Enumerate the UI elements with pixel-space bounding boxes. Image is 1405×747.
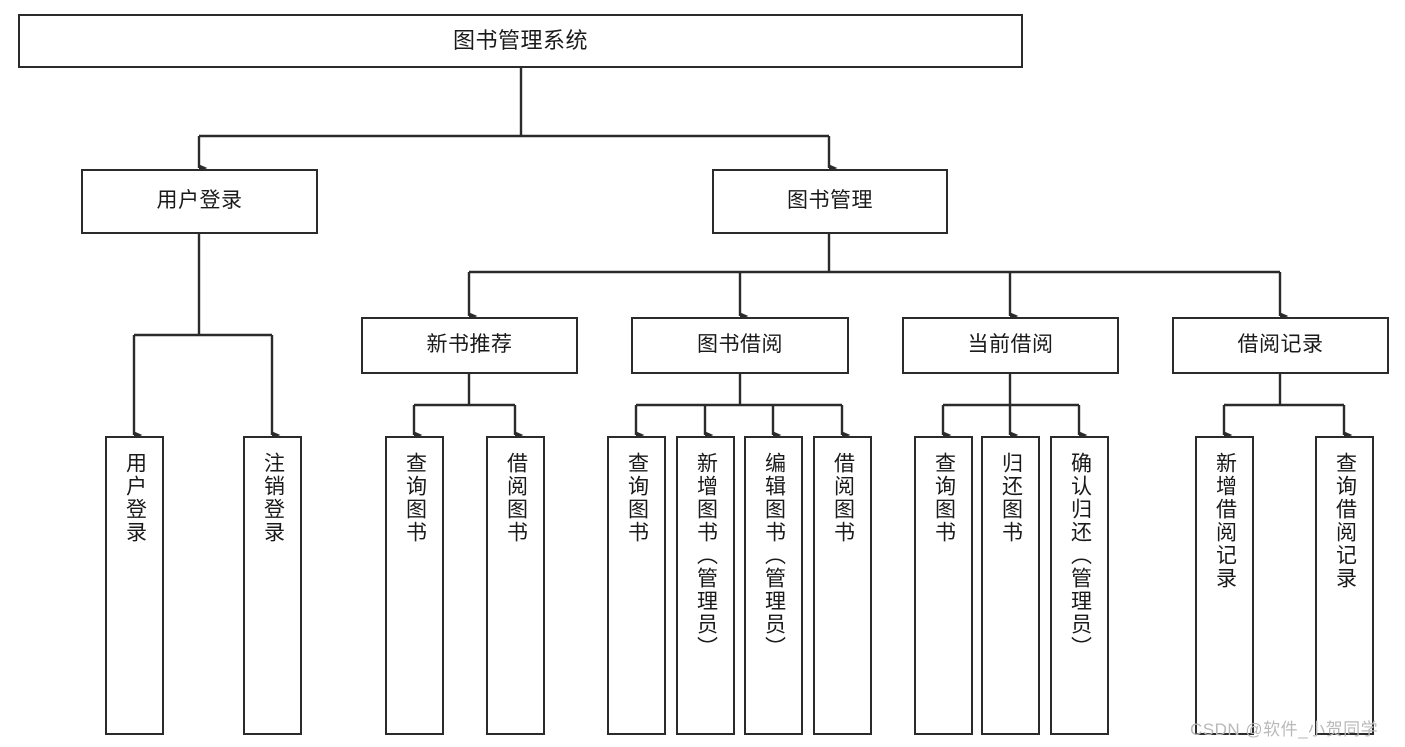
node-user-login[interactable]: 用户登录 — [81, 169, 318, 234]
node-leaf-confirm-return[interactable]: 确认归还（管理员） — [1050, 436, 1109, 735]
watermark: CSDN @软件_小贺同学 — [1190, 720, 1379, 739]
node-label: 查询图书 — [625, 452, 649, 544]
edges — [132, 68, 1353, 439]
node-label: 当前借阅 — [967, 333, 1054, 357]
edge-userlogin-to-leaves — [132, 234, 281, 439]
node-label: 归还图书 — [999, 452, 1023, 544]
edge-current-to-leaves — [941, 374, 1088, 439]
node-book-manage[interactable]: 图书管理 — [712, 169, 948, 234]
node-book-borrow[interactable]: 图书借阅 — [631, 317, 849, 374]
node-label: 新书推荐 — [426, 333, 513, 357]
node-label: 借阅记录 — [1237, 333, 1324, 357]
edge-borrow-to-leaves — [634, 374, 851, 439]
node-label: 借阅图书 — [831, 452, 855, 544]
node-leaf-add-record[interactable]: 新增借阅记录 — [1195, 436, 1254, 735]
node-label: 用户登录 — [156, 189, 243, 213]
node-label: 查询借阅记录 — [1333, 452, 1357, 590]
node-leaf-query-book-2[interactable]: 查询图书 — [607, 436, 666, 735]
node-label: 新增借阅记录 — [1213, 452, 1237, 590]
node-leaf-user-login[interactable]: 用户登录 — [105, 436, 164, 735]
node-leaf-add-book[interactable]: 新增图书（管理员） — [676, 436, 735, 735]
node-label: 用户登录 — [123, 452, 147, 544]
node-label: 查询图书 — [403, 452, 427, 544]
edge-root-to-level2 — [197, 68, 838, 172]
edge-record-to-leaves — [1222, 374, 1353, 439]
node-label: 图书借阅 — [697, 333, 783, 357]
node-label: 新增图书（管理员） — [694, 452, 718, 659]
edge-bookmanage-to-level3 — [467, 234, 1289, 320]
edge-recommend-to-leaves — [412, 374, 524, 439]
node-leaf-query-book-1[interactable]: 查询图书 — [385, 436, 444, 735]
node-leaf-borrow-book-1[interactable]: 借阅图书 — [486, 436, 545, 735]
node-label: 确认归还（管理员） — [1068, 452, 1092, 659]
node-leaf-logout[interactable]: 注销登录 — [243, 436, 302, 735]
node-label: 注销登录 — [261, 452, 285, 544]
node-borrow-record[interactable]: 借阅记录 — [1172, 317, 1389, 374]
node-leaf-return-book[interactable]: 归还图书 — [981, 436, 1040, 735]
node-label: 查询图书 — [932, 452, 956, 544]
node-leaf-query-book-3[interactable]: 查询图书 — [914, 436, 973, 735]
node-leaf-borrow-book-2[interactable]: 借阅图书 — [813, 436, 872, 735]
node-leaf-edit-book[interactable]: 编辑图书（管理员） — [744, 436, 803, 735]
node-current-borrow[interactable]: 当前借阅 — [902, 317, 1119, 374]
node-label: 借阅图书 — [504, 452, 528, 544]
node-label: 编辑图书（管理员） — [762, 452, 786, 659]
node-new-book-recommend[interactable]: 新书推荐 — [361, 317, 578, 374]
node-label: 图书管理系统 — [452, 27, 588, 53]
node-root[interactable]: 图书管理系统 — [18, 14, 1023, 68]
node-leaf-query-record[interactable]: 查询借阅记录 — [1315, 436, 1374, 735]
node-label: 图书管理 — [787, 189, 873, 213]
